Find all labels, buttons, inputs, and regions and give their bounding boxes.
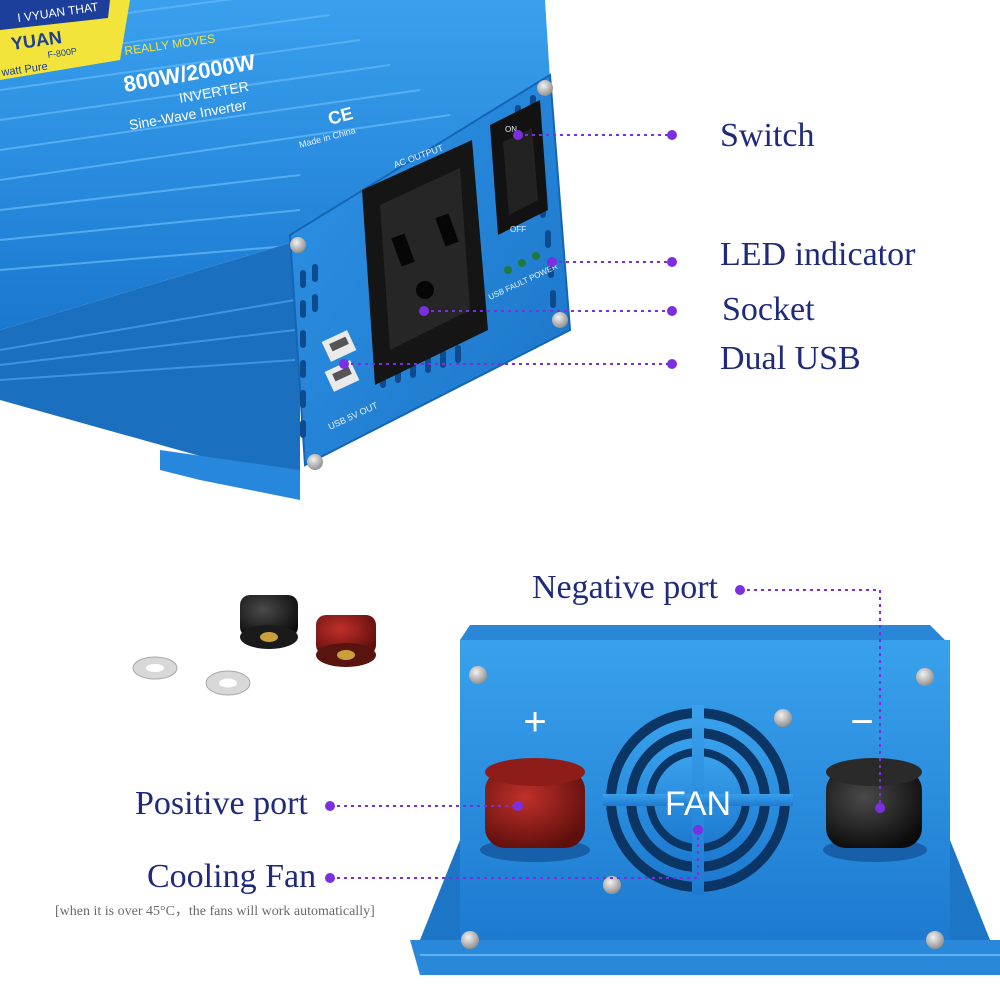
- callout-leaders: [330, 134, 881, 879]
- negative-terminal: [823, 758, 927, 862]
- inverter-top-view: I VYUAN THAT YUAN F-800P watt Pure REALL…: [0, 0, 572, 500]
- fan-label: FAN: [665, 785, 731, 823]
- model-number: F-800P: [47, 46, 78, 60]
- ac-socket: AC OUTPUT: [362, 140, 488, 385]
- callout-positive-port: Positive port: [135, 785, 308, 822]
- power-switch: ON OFF: [490, 100, 548, 235]
- callout-switch: Switch: [720, 117, 815, 154]
- callout-dots: [325, 130, 885, 883]
- callout-negative-port: Negative port: [532, 569, 718, 606]
- minus-sign: −: [850, 700, 873, 744]
- callout-led-indicator: LED indicator: [720, 236, 916, 273]
- cooling-fan-note: [when it is over 45°C，the fans will work…: [55, 904, 375, 919]
- callout-cooling-fan: Cooling Fan: [147, 858, 317, 895]
- inverter-back-view: FAN + −: [410, 625, 1000, 975]
- red-terminal-cap: [316, 615, 376, 667]
- black-terminal-cap: [240, 595, 298, 649]
- plus-sign: +: [523, 700, 546, 744]
- callout-socket: Socket: [722, 291, 815, 328]
- accessories: [132, 595, 376, 696]
- switch-off-label: OFF: [510, 225, 526, 234]
- cooling-fan-grille: FAN: [603, 705, 793, 895]
- callout-dual-usb: Dual USB: [720, 340, 861, 377]
- switch-on-label: ON: [505, 125, 517, 134]
- positive-terminal: [480, 758, 590, 862]
